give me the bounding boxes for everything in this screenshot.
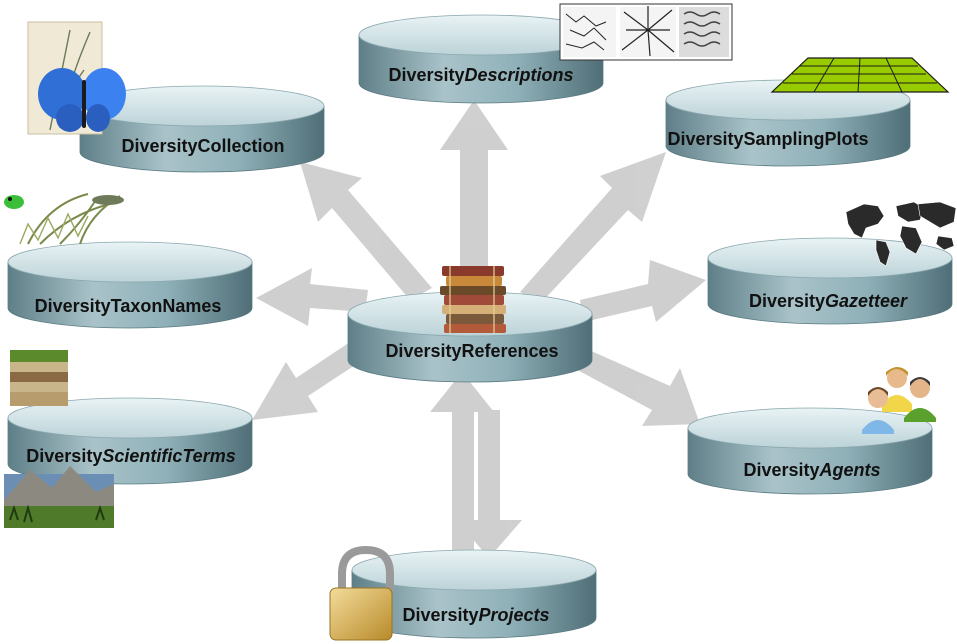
label-scientificterms-suffix: ScientificTerms bbox=[102, 446, 235, 466]
label-taxonnames-suffix: TaxonNames bbox=[111, 296, 222, 316]
books-icon bbox=[440, 266, 506, 333]
label-samplingplots-suffix: SamplingPlots bbox=[744, 129, 869, 149]
arrow-projects-up bbox=[430, 372, 494, 560]
label-collection: DiversityCollection bbox=[121, 136, 284, 156]
label-collection-prefix: Diversity bbox=[121, 136, 197, 156]
label-samplingplots: DiversitySamplingPlots bbox=[667, 129, 868, 149]
arrow-to-scientificterms bbox=[252, 332, 375, 420]
labels-layer: DiversityDescriptionsDiversityCollection… bbox=[26, 65, 908, 625]
cylinder-projects bbox=[351, 549, 597, 639]
arrow-projects-down bbox=[456, 410, 522, 558]
label-projects: DiversityProjects bbox=[402, 605, 549, 625]
butterfly-specimen-icon bbox=[27, 21, 126, 135]
arrow-to-gazetteer bbox=[580, 260, 706, 322]
label-scientificterms-prefix: Diversity bbox=[26, 446, 102, 466]
label-projects-prefix: Diversity bbox=[402, 605, 478, 625]
cylinder-descriptions bbox=[358, 14, 604, 104]
label-samplingplots-prefix: Diversity bbox=[667, 129, 743, 149]
label-taxonnames: DiversityTaxonNames bbox=[35, 296, 222, 316]
arrow-to-agents bbox=[570, 346, 700, 426]
label-agents-prefix: Diversity bbox=[743, 460, 819, 480]
label-agents: DiversityAgents bbox=[743, 460, 880, 480]
arrow-to-samplingplots bbox=[520, 152, 666, 304]
cylinder-agents bbox=[687, 407, 933, 495]
cylinder-scientificterms bbox=[7, 397, 253, 485]
arrow-to-collection bbox=[300, 162, 432, 300]
phylogenetic-tree-icon bbox=[4, 193, 124, 245]
microscopy-images-icon bbox=[559, 3, 733, 61]
label-descriptions-suffix: Descriptions bbox=[465, 65, 574, 85]
landscape-soil-icon bbox=[4, 350, 114, 528]
people-icon bbox=[862, 367, 936, 434]
arrows-layer bbox=[252, 100, 706, 560]
arrow-to-taxonnames bbox=[256, 268, 368, 326]
cylinder-collection bbox=[79, 85, 325, 173]
label-descriptions: DiversityDescriptions bbox=[388, 65, 573, 85]
label-descriptions-prefix: Diversity bbox=[388, 65, 464, 85]
world-map-icon bbox=[845, 201, 957, 267]
label-gazetteer: DiversityGazetteer bbox=[749, 291, 908, 311]
grid-plot-icon bbox=[770, 57, 950, 93]
label-references-suffix: References bbox=[461, 341, 558, 361]
cylinder-samplingplots bbox=[665, 79, 911, 167]
label-references-prefix: Diversity bbox=[385, 341, 461, 361]
cylinder-taxonnames bbox=[7, 241, 253, 329]
label-projects-suffix: Projects bbox=[479, 605, 550, 625]
padlock-icon bbox=[329, 545, 394, 641]
label-gazetteer-prefix: Diversity bbox=[749, 291, 825, 311]
label-gazetteer-suffix: Gazetteer bbox=[825, 291, 908, 311]
label-scientificterms: DiversityScientificTerms bbox=[26, 446, 235, 466]
cylinder-gazetteer bbox=[707, 237, 953, 325]
label-collection-suffix: Collection bbox=[198, 136, 285, 156]
label-references: DiversityReferences bbox=[385, 341, 558, 361]
arrow-to-descriptions bbox=[440, 100, 508, 300]
label-agents-suffix: Agents bbox=[819, 460, 881, 480]
label-taxonnames-prefix: Diversity bbox=[35, 296, 111, 316]
